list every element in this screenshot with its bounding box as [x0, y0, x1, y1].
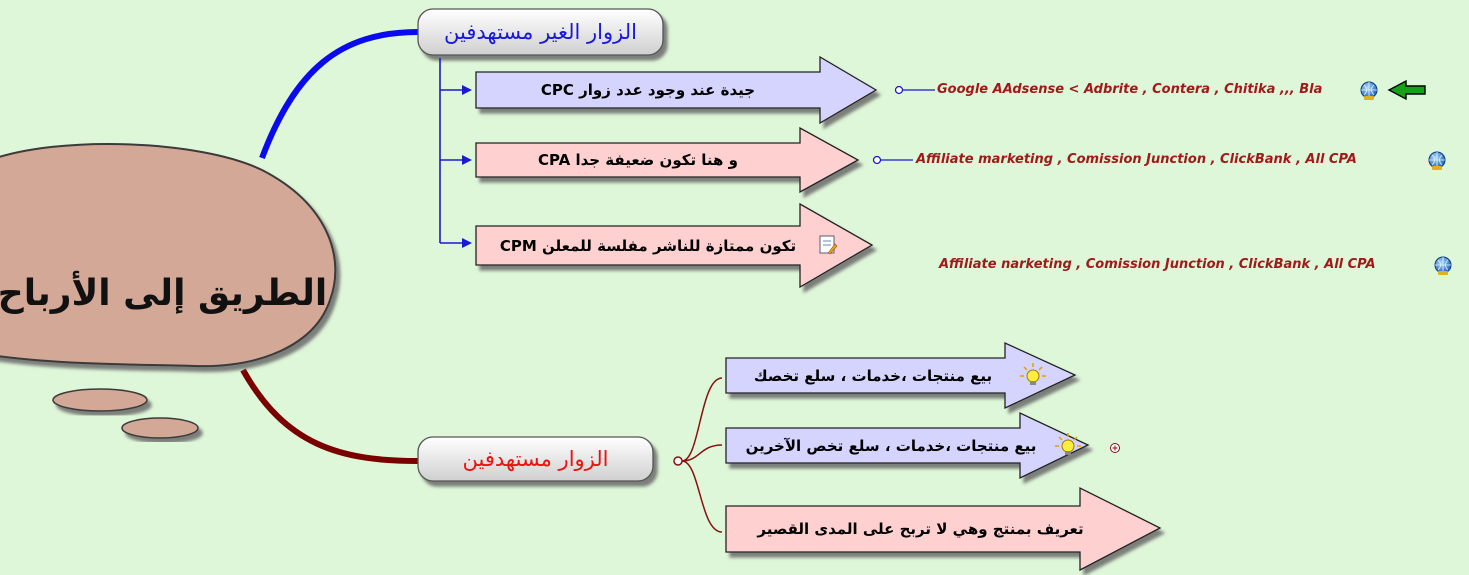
connector-targeted	[240, 368, 419, 464]
arrow-label-sell-own: بيع منتجات ،خدمات ، سلع تخصك	[753, 366, 993, 385]
link-dot	[872, 155, 882, 165]
connector-untargeted	[259, 29, 419, 160]
green-back-arrow-icon[interactable]	[1387, 79, 1426, 101]
branch-untargeted-title: الزوار الغير مستهدفين	[444, 20, 637, 44]
arrow-shape-sell-own[interactable]	[725, 341, 1077, 410]
lightbulb-icon	[1055, 433, 1081, 455]
link-text-cpa[interactable]: Affiliate marketing , Comission Junction…	[916, 152, 1357, 167]
link-text-cpc[interactable]: Google AAdsense < Adbrite , Contera , Ch…	[937, 82, 1323, 97]
tree-arrowhead	[462, 85, 472, 95]
globe-icon[interactable]	[1434, 256, 1452, 275]
arrow-label-sell-others: بيع منتجات ،خدمات ، سلع تخص الآخرين	[745, 436, 1037, 455]
arrow-label-cpa: و هنا تكون ضعيفة جدا CPA	[538, 151, 738, 169]
lightbulb-icon	[1020, 363, 1046, 385]
tree-arrowhead	[462, 238, 472, 248]
expand-plus-icon[interactable]	[1110, 443, 1120, 453]
branch-targeted-title: الزوار مستهدفين	[462, 447, 609, 471]
note-icon	[819, 235, 838, 255]
arrow-shape-cpa[interactable]	[475, 126, 860, 194]
arrow-shape-cpc[interactable]	[475, 55, 878, 125]
arrow-shape-sell-others[interactable]	[725, 411, 1090, 480]
arrow-label-cpm: تكون ممتازة للناشر مفلسة للمعلن CPM	[499, 236, 797, 255]
arrow-shape-cpm[interactable]	[475, 202, 874, 289]
globe-icon[interactable]	[1428, 151, 1446, 170]
globe-icon[interactable]	[1360, 81, 1378, 100]
untargeted-tree-lines	[439, 58, 462, 244]
tree-arrowhead	[462, 155, 472, 165]
central-topic-label: الطريق إلى الأرباح	[0, 272, 328, 314]
branch-untargeted-box[interactable]	[417, 8, 664, 56]
arrow-shape-introduce[interactable]	[725, 486, 1162, 572]
targeted-tree-lines	[673, 377, 723, 533]
central-topic-cloud[interactable]	[0, 143, 337, 439]
link-text-cpm[interactable]: Affiliate narketing , Comission Junction…	[939, 257, 1376, 272]
branch-targeted-box[interactable]	[417, 436, 654, 482]
arrow-label-introduce: تعريف بمنتج وهي لا تربح على المدى القصير	[757, 520, 1084, 538]
link-dot	[894, 85, 904, 95]
arrow-label-cpc: جيدة عند وجود عدد زوار CPC	[540, 81, 756, 99]
